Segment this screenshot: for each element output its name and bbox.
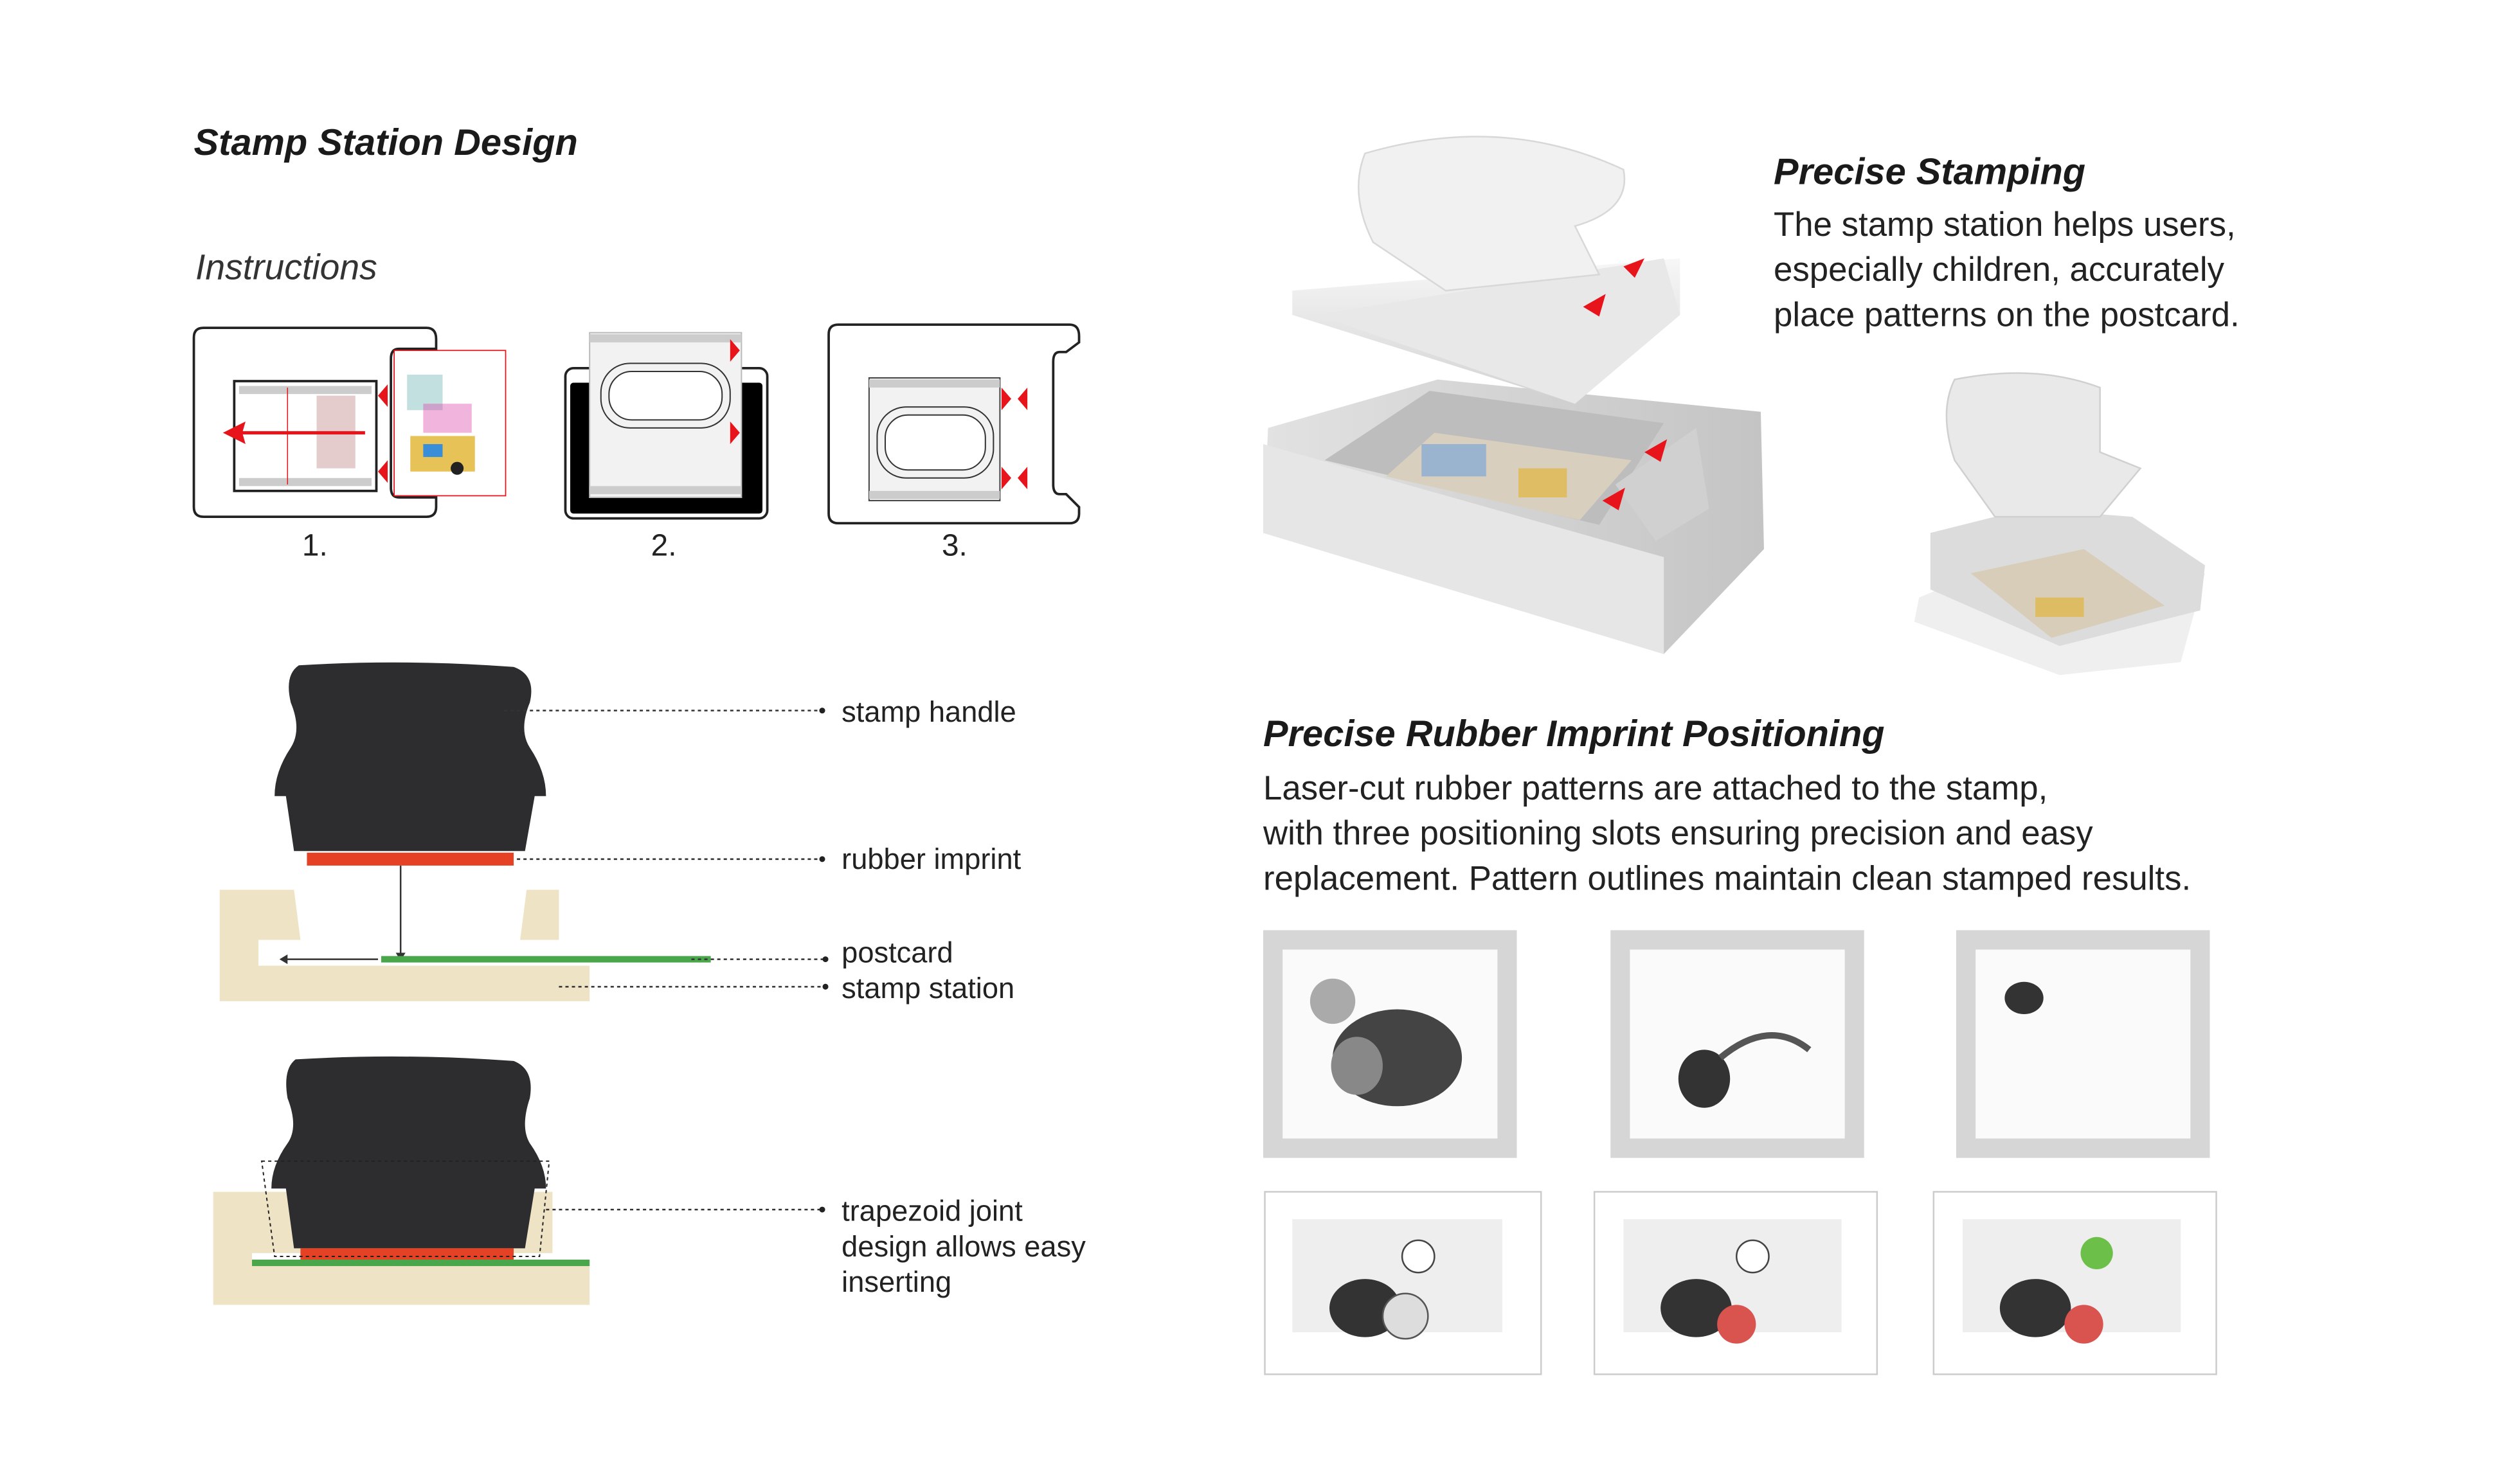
text-line: place patterns on the postcard. <box>1774 297 2240 335</box>
step-2-illustration <box>564 332 769 520</box>
stamp-station-render-small <box>1914 372 2205 675</box>
rubber-tile-3 <box>1956 930 2210 1158</box>
cross-section-separated <box>219 662 829 1001</box>
text-line: The stamp station helps users, <box>1774 206 2236 244</box>
postcard-shape <box>381 956 711 963</box>
callout-postcard: postcard <box>842 936 953 969</box>
postcard-results <box>1264 1191 2217 1375</box>
callout-trapezoid: trapezoid joint design allows easy inser… <box>842 1193 1086 1300</box>
text-line: with three positioning slots ensuring pr… <box>1263 815 2093 853</box>
page-title: Stamp Station Design <box>194 121 578 163</box>
callout-trapezoid-line: trapezoid joint <box>842 1195 1023 1227</box>
stamp-handle-shape <box>274 662 546 852</box>
postcard-result-2 <box>1593 1191 1878 1375</box>
callout-trapezoid-line: design allows easy <box>842 1230 1086 1263</box>
text-line: especially children, accurately <box>1774 251 2225 289</box>
callout-trapezoid-line: inserting <box>842 1266 952 1299</box>
text-line: Laser-cut rubber patterns are attached t… <box>1263 770 2048 808</box>
arrow-left-icon <box>222 421 246 445</box>
step-1-illustration <box>192 326 507 518</box>
positioning-text: Laser-cut rubber patterns are attached t… <box>1263 767 2191 903</box>
rubber-tile-1 <box>1263 930 1517 1158</box>
precise-stamping-text: The stamp station helps users, especiall… <box>1774 204 2240 339</box>
postcard-result-3 <box>1932 1191 2217 1375</box>
callout-stamp-handle: stamp handle <box>842 696 1016 729</box>
callout-stamp-station: stamp station <box>842 972 1015 1004</box>
positioning-title: Precise Rubber Imprint Positioning <box>1263 712 1885 754</box>
step-1-label: 1. <box>302 530 328 564</box>
rubber-imprint-shape <box>307 852 514 866</box>
step-3-label: 3. <box>941 530 968 564</box>
precise-stamping-title: Precise Stamping <box>1774 150 2086 193</box>
callout-rubber-imprint: rubber imprint <box>842 843 1022 875</box>
postcard-result-1 <box>1264 1191 1542 1375</box>
cross-section-inserted <box>213 1056 825 1305</box>
text-line: replacement. Pattern outlines maintain c… <box>1263 861 2192 898</box>
stamp-station-shape <box>219 889 590 1001</box>
rubber-tile-2 <box>1610 930 1864 1158</box>
stamp-station-render <box>1263 136 1764 654</box>
instructions-heading: Instructions <box>195 247 377 288</box>
rubber-tiles <box>1263 930 2210 1158</box>
step-2-label: 2. <box>651 530 677 564</box>
step-3-illustration <box>827 323 1081 525</box>
